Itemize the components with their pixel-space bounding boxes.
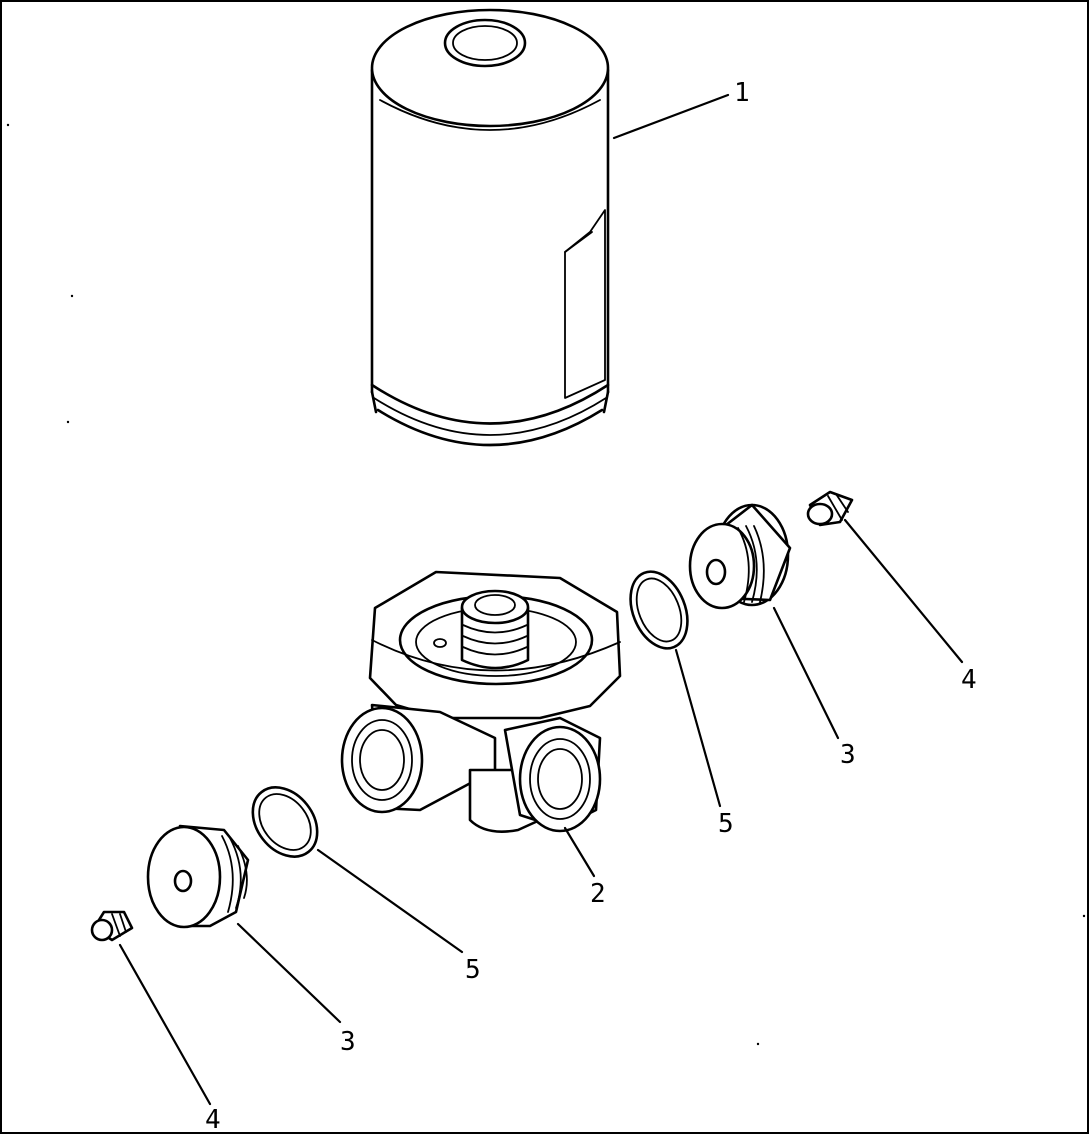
callout-5-right: 5 [718,809,734,839]
callout-4-right: 4 [961,665,977,695]
callout-1: 1 [734,78,750,108]
callout-3-right: 3 [840,740,856,770]
callout-3-left: 3 [340,1027,356,1057]
callout-4-left: 4 [205,1105,221,1135]
filter-head [340,570,622,833]
scan-specks [6,123,1086,1046]
plug-right [688,503,792,610]
leader-5-right [674,648,722,808]
connector-left [90,910,134,942]
leader-3-right [772,606,840,740]
leader-2 [563,826,596,878]
leader-5-left [316,848,464,954]
seal-ring-left [251,786,319,858]
callout-5-left: 5 [465,955,481,985]
callout-2: 2 [590,879,606,909]
leader-3-left [236,922,342,1024]
leader-4-right [843,518,964,664]
filter-cartridge [370,8,610,447]
connector-right [806,490,854,527]
leader-4-left [118,943,212,1106]
seal-ring-right [629,570,689,650]
leader-1 [612,93,730,140]
plug-left [146,824,250,929]
